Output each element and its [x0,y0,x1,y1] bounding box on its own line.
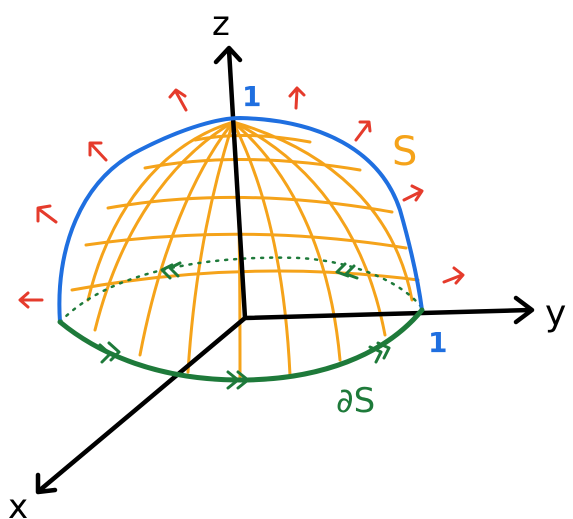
z-tick-label: 1 [242,80,261,113]
normal-vectors [18,86,465,309]
latitude-line [106,195,394,214]
orientation-chevron-icon [98,341,121,364]
normal-vector-arrow-icon [288,86,306,110]
orientation-chevron-icon [368,341,391,364]
y-axis-arrowhead [513,295,535,325]
axes [35,45,535,495]
surface-grid [70,120,420,382]
boundary-curve [57,307,425,383]
surface-outline [57,115,424,324]
z-axis-line [226,47,248,321]
surface-label: S [392,129,417,175]
z-axis-arrowhead [213,45,243,65]
boundary-label: ∂S [336,381,375,421]
orientation-chevron-icon [335,262,359,280]
x-axis-label: x [8,487,28,519]
normal-vector-arrow-icon [354,120,372,142]
longitude-line [186,120,235,374]
normal-vector-arrow-icon [402,184,424,202]
longitude-line [231,120,387,337]
y-axis-label: y [545,293,566,334]
normal-vector-arrow-icon [36,204,58,224]
normal-vector-arrow-icon [442,266,465,285]
longitude-line [231,120,342,362]
longitude-line [231,120,414,302]
z-axis-label: z [212,4,230,44]
y-tick-label: 1 [428,326,447,359]
boundary-back-dotted [58,256,424,324]
orientation-chevron-icon [160,261,182,280]
latitude-line [70,269,420,292]
longitude-line [138,120,235,357]
latitude-line [143,157,362,172]
y-axis-line [242,307,533,321]
x-axis-line [37,315,248,493]
normal-vector-arrow-icon [88,141,108,162]
normal-vector-arrow-icon [168,88,188,112]
longitude-line [93,120,235,332]
x-axis-arrowhead [35,472,58,495]
longitude-line [231,120,292,377]
normal-vector-arrow-icon [18,291,44,309]
longitude-line [86,120,235,302]
latitude-line [84,232,408,250]
orientation-chevron-icon [226,370,250,390]
orientation-chevrons [98,261,391,390]
